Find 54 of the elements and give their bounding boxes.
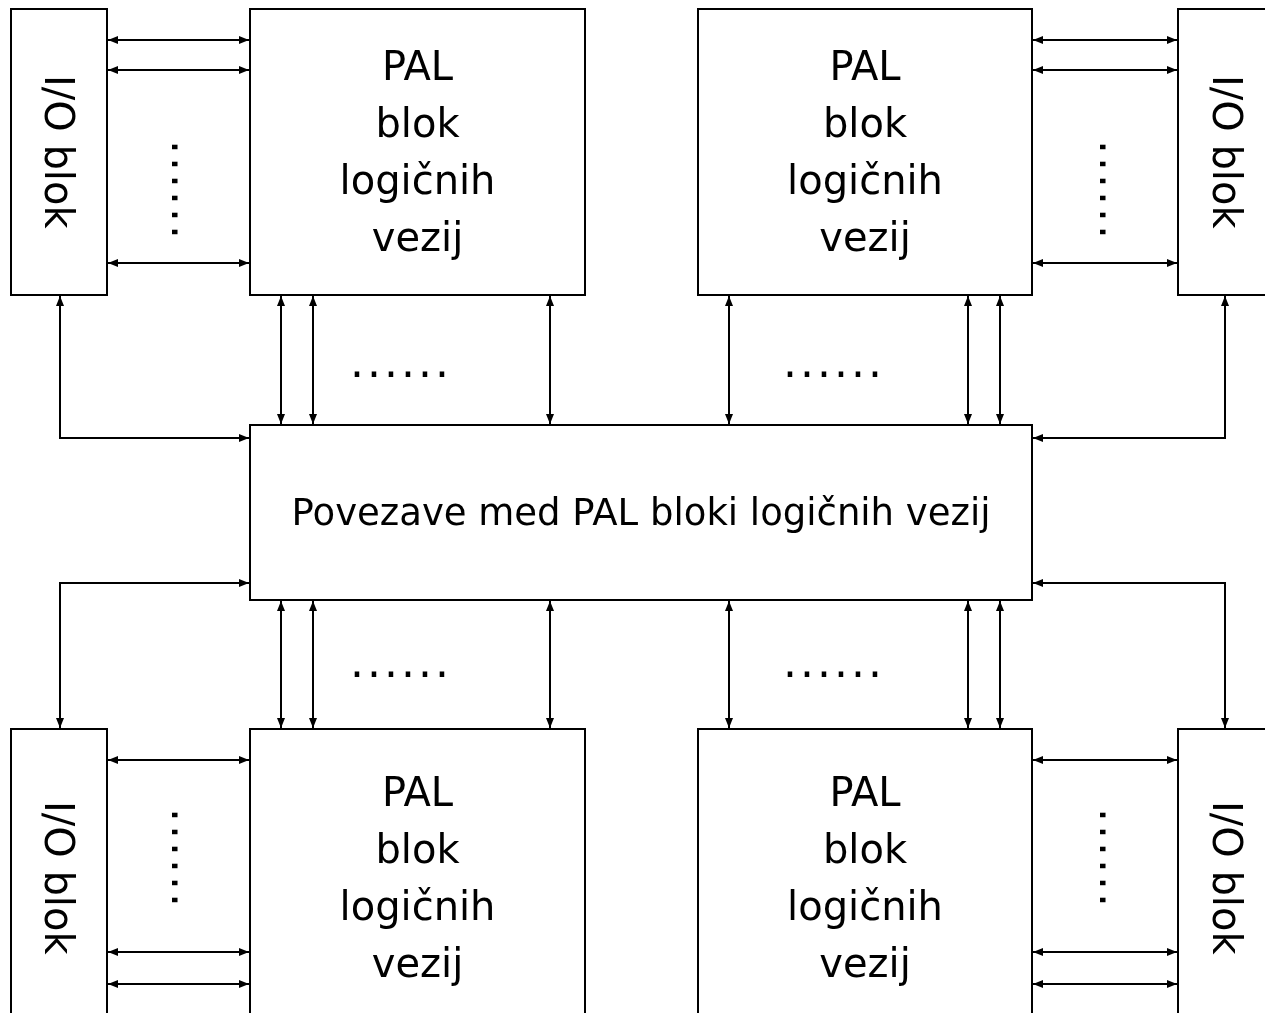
double-arrow — [1032, 36, 1178, 44]
double-arrow — [1032, 259, 1178, 267]
pal-block-box — [249, 8, 586, 296]
double-arrow — [964, 600, 972, 729]
double-arrow — [1032, 980, 1178, 988]
pal-block-box — [697, 8, 1033, 296]
double-arrow — [996, 295, 1004, 425]
double-arrow — [309, 600, 317, 729]
double-arrow — [107, 66, 250, 74]
ellipsis-label: ...... — [1093, 140, 1137, 242]
block-label: I/O blok — [36, 75, 82, 229]
block-label: I/O blok — [1204, 75, 1250, 229]
double-arrow — [1032, 756, 1178, 764]
block-label: I/O blok — [36, 801, 82, 955]
double-arrow — [277, 600, 285, 729]
double-arrow — [964, 295, 972, 425]
ellipsis-label: ...... — [165, 808, 209, 910]
double-arrow — [1032, 66, 1178, 74]
block-label: PAL blok logičnih vezij — [339, 42, 496, 262]
ellipsis-label: ...... — [350, 640, 452, 684]
double-arrow — [107, 980, 250, 988]
double-arrow — [725, 295, 733, 425]
io-block-box — [10, 8, 108, 296]
double-arrow — [546, 600, 554, 729]
pal-block-box — [249, 728, 586, 1013]
double-arrow — [309, 295, 317, 425]
block-label: PAL blok logičnih vezij — [787, 768, 943, 988]
double-arrow — [56, 579, 250, 729]
double-arrow — [107, 259, 250, 267]
block-label: Povezave med PAL bloki logičnih vezij — [291, 489, 991, 536]
double-arrow — [725, 600, 733, 729]
interconnect-box — [249, 424, 1033, 601]
double-arrow — [546, 295, 554, 425]
double-arrow — [277, 295, 285, 425]
double-arrow — [56, 295, 250, 442]
block-label: PAL blok logičnih vezij — [339, 768, 496, 988]
ellipsis-label: ...... — [350, 340, 452, 384]
ellipsis-label: ...... — [783, 340, 885, 384]
io-block-box — [10, 728, 108, 1013]
pal-block-box — [697, 728, 1033, 1013]
block-label: PAL blok logičnih vezij — [787, 42, 943, 262]
double-arrow — [107, 756, 250, 764]
double-arrow — [1032, 579, 1229, 729]
double-arrow — [996, 600, 1004, 729]
ellipsis-label: ...... — [1093, 808, 1137, 910]
double-arrow — [107, 36, 250, 44]
double-arrow — [1032, 295, 1229, 442]
ellipsis-label: ...... — [165, 140, 209, 242]
ellipsis-label: ...... — [783, 640, 885, 684]
io-block-box — [1177, 728, 1265, 1013]
double-arrow — [107, 948, 250, 956]
double-arrow — [1032, 948, 1178, 956]
io-block-box — [1177, 8, 1265, 296]
block-label: I/O blok — [1204, 801, 1250, 955]
